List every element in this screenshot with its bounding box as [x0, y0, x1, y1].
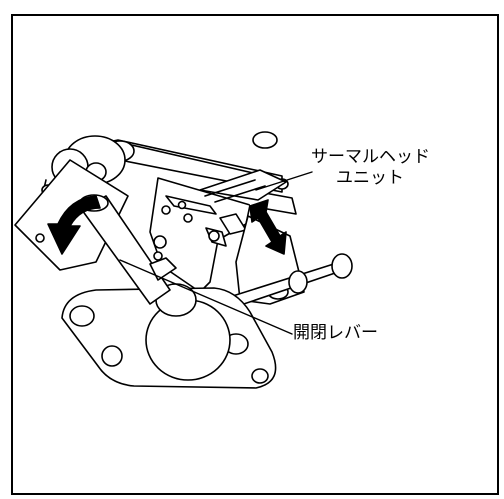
figure-frame	[11, 14, 499, 495]
label-thermal-head-line1: サーマルヘッド	[311, 147, 430, 167]
bottom-flange	[61, 283, 277, 389]
lever-leader	[119, 259, 293, 335]
head-unit-leader	[255, 171, 313, 191]
label-thermal-head-line2: ユニット	[336, 168, 404, 188]
center-plate	[149, 177, 297, 293]
double-arrow-icon	[249, 199, 287, 255]
curved-arrow-icon	[47, 195, 101, 255]
label-open-close-lever: 開閉レバー	[293, 323, 378, 343]
